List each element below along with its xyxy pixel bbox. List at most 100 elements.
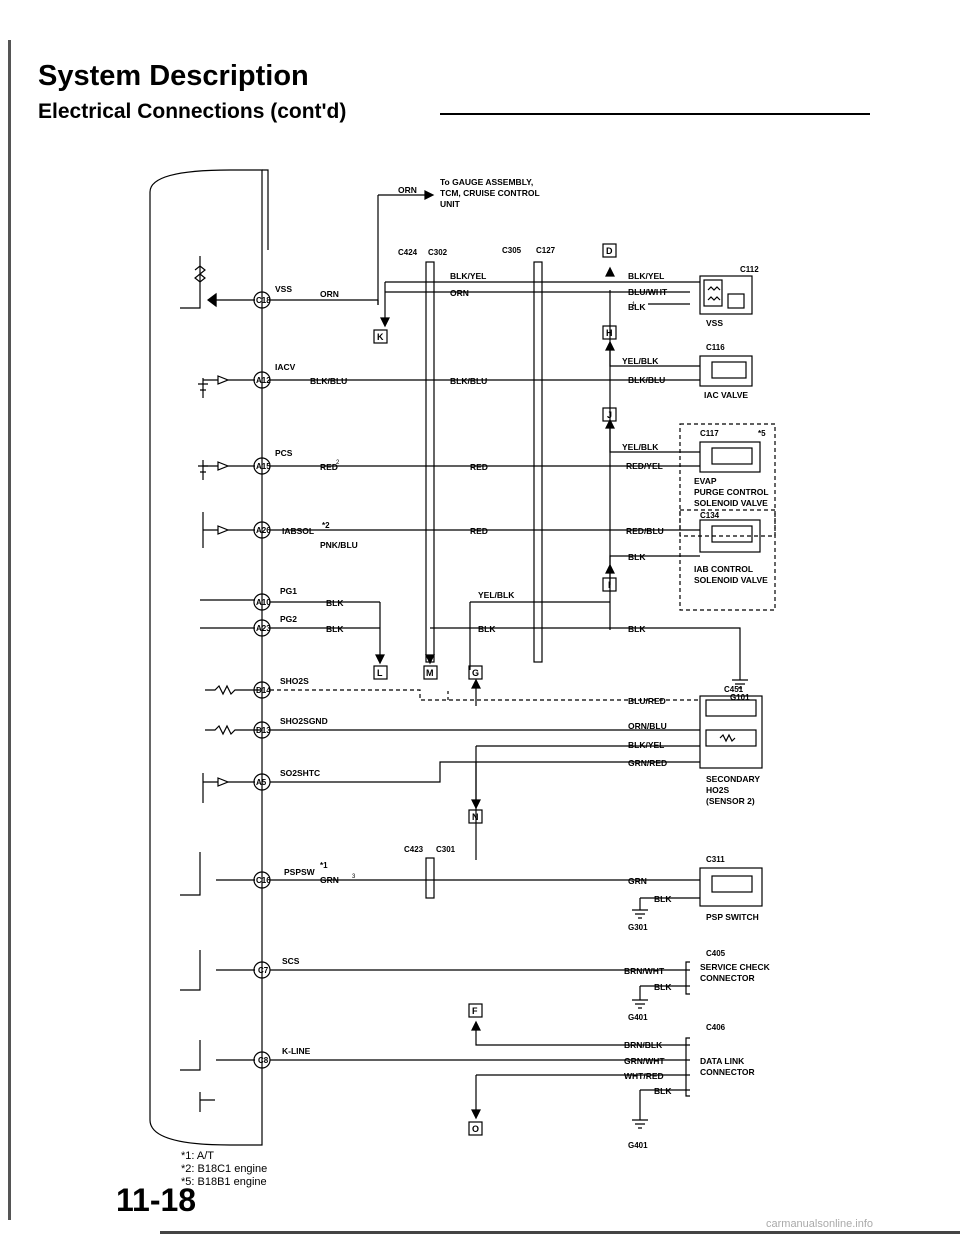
c127-label: C127 [536,246,556,255]
iabsol-mid: RED [470,526,488,536]
page-number: 11-18 [116,1182,197,1218]
pg-rows [200,593,748,689]
pcs-note: *5 [758,429,766,438]
iacv-mid: BLK/BLU [450,376,487,386]
scan-edge-bottom [160,1231,960,1234]
iabsol-conn: C134 [700,511,720,520]
sho2s-r4: GRN/RED [628,758,667,768]
top-to-line2: TCM, CRUISE CONTROL [440,188,540,198]
sho2s-pin: D14 [256,686,271,695]
c305-c127-connector [533,261,543,663]
secondary-ho2s-box [699,695,763,769]
pg2-mid: BLK [478,624,496,634]
kline-device1: DATA LINK [700,1056,745,1066]
kline-r2: GRN/WHT [624,1056,665,1066]
iabsol-device1: IAB CONTROL [694,564,753,574]
sho2sgnd-label: SHO2SGND [280,716,328,726]
ref-box-o [468,1121,483,1136]
g101-label: G101 [730,693,750,702]
sho2s-device3: (SENSOR 2) [706,796,755,806]
vss-device: VSS [706,318,723,328]
g301-label: G301 [628,923,648,932]
vss-conn: C112 [740,265,759,274]
iacv-conn: C116 [706,343,725,352]
vss-r2: BLU/WHT [628,287,668,297]
orn-top-arrow [424,190,435,200]
iabsol-r1: RED/BLU [626,526,664,536]
ref-o: O [472,1124,479,1134]
pspsw-conn: C311 [706,855,725,864]
sup-grn: 3 [352,874,356,880]
footnote-2: *2: B18C1 engine [181,1163,268,1175]
ref-j: J [607,410,612,420]
top-to-line1: To GAUGE ASSEMBLY, [440,177,533,187]
iabsol-r2: BLK [628,552,646,562]
kline-pin: C8 [258,1056,269,1065]
sho2s-device1: SECONDARY [706,774,760,784]
ref-d-arrow [605,266,615,277]
ref-k: K [377,332,384,342]
c301-label: C301 [436,845,456,854]
subtitle-rule [440,113,870,115]
pcs-device3: SOLENOID VALVE [694,498,768,508]
vss-wire: ORN [320,289,339,299]
iabsol-row [202,509,776,611]
vss-wire-b: ORN [450,288,469,298]
iacv-pin: A12 [256,376,271,385]
sho2s-r3: BLK/YEL [628,740,664,750]
pg1-mid: YEL/BLK [478,590,515,600]
kline-conn: C406 [706,1023,726,1032]
iab-valve-box [699,519,761,553]
ref-d: D [606,246,613,256]
so2shtc-pin: A5 [256,778,267,787]
ref-box-n [468,809,483,824]
pcs-mid: RED [470,462,488,472]
ref-box-d [602,243,617,258]
ref-box-g [468,665,483,680]
footnote-3: *5: B18B1 engine [181,1176,267,1188]
vss-row [180,256,753,344]
pspsw-r1: GRN [628,876,647,886]
kline-ground: G401 [628,1141,648,1150]
watermark: carmanualsonline.info [766,1218,874,1230]
c424-c302-connector [425,261,435,663]
ref-box-j [602,407,617,422]
scs-label: SCS [282,956,300,966]
so2shtc-label: SO2SHTC [280,768,320,778]
pg2-wire: BLK [326,624,344,634]
sho2sgnd-pin: D13 [256,726,271,735]
kline-label: K-LINE [282,1046,311,1056]
iac-valve-box [699,355,753,387]
pg2-right: BLK [628,624,646,634]
scs-r1: BRN/WHT [624,966,665,976]
iacv-device: IAC VALVE [704,390,748,400]
pcs-pin: A15 [256,462,271,471]
iabsol-label: IABSOL [282,526,314,536]
ref-box-k [373,329,388,344]
pg2-pin: A23 [256,624,271,633]
pcs-r2: RED/YEL [626,461,663,471]
sho2s-conn: C451 [724,685,744,694]
ref-box-h [602,325,617,340]
iabsol-pin: A26 [256,526,271,535]
sho2s-device2: HO2S [706,785,729,795]
c423-c301-connector [425,857,435,899]
vss-r1: BLK/YEL [628,271,664,281]
iabsol-wire: PNK/BLU [320,540,358,550]
ref-box-i [602,577,617,592]
ref-box-f [468,1003,483,1018]
iacv-wire: BLK/BLU [310,376,347,386]
sho2s-r1: BLU/RED [628,696,666,706]
pspsw-row [180,852,763,919]
pspsw-note: *1 [320,861,328,870]
scs-r2: BLK [654,982,672,992]
evap-dashed-box [679,423,776,537]
ref-h: H [606,328,613,338]
scs-conn: C405 [706,949,726,958]
scs-device1: SERVICE CHECK [700,962,771,972]
top-orn-label: ORN [398,185,417,195]
vss-sensor-box [699,275,753,315]
pcm-edge [262,169,269,250]
pcs-label: PCS [275,448,293,458]
